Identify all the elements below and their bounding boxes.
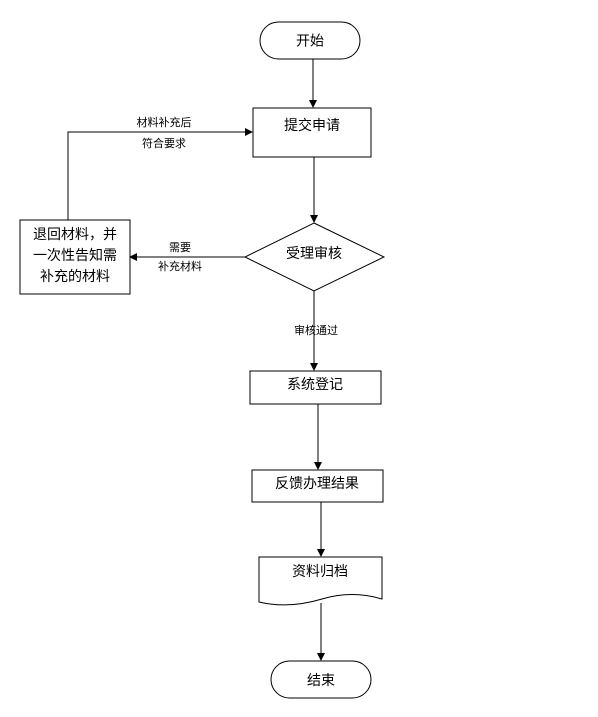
archive-node: 资料归档 — [258, 556, 383, 606]
end-node: 结束 — [270, 660, 372, 699]
need-more-label-1: 需要 — [169, 241, 191, 254]
submit-node: 提交申请 — [252, 107, 372, 158]
end-label: 结束 — [307, 673, 335, 689]
edge-return-submit — [67, 128, 253, 220]
submit-label: 提交申请 — [284, 117, 340, 134]
return-label-2: 一次性告知需 — [33, 247, 117, 264]
feedback-node: 反馈办理结果 — [251, 469, 384, 503]
resubmit-label-1: 材料补充后 — [137, 115, 192, 129]
feedback-label: 反馈办理结果 — [275, 476, 359, 492]
register-label: 系统登记 — [287, 377, 343, 393]
start-label: 开始 — [296, 34, 324, 50]
return-node: 退回材料，并 一次性告知需 补充的材料 — [19, 219, 131, 295]
archive-label: 资料归档 — [292, 563, 348, 580]
approved-label: 审核通过 — [294, 323, 338, 337]
return-label-1: 退回材料，并 — [33, 227, 117, 243]
need-more-label-2: 补充材料 — [158, 259, 202, 273]
start-node: 开始 — [259, 21, 361, 60]
return-label-3: 补充的材料 — [40, 269, 110, 285]
review-node: 受理审核 — [243, 222, 386, 292]
review-label: 受理审核 — [286, 246, 342, 262]
resubmit-label-2: 符合要求 — [142, 136, 186, 150]
register-node: 系统登记 — [249, 370, 382, 405]
